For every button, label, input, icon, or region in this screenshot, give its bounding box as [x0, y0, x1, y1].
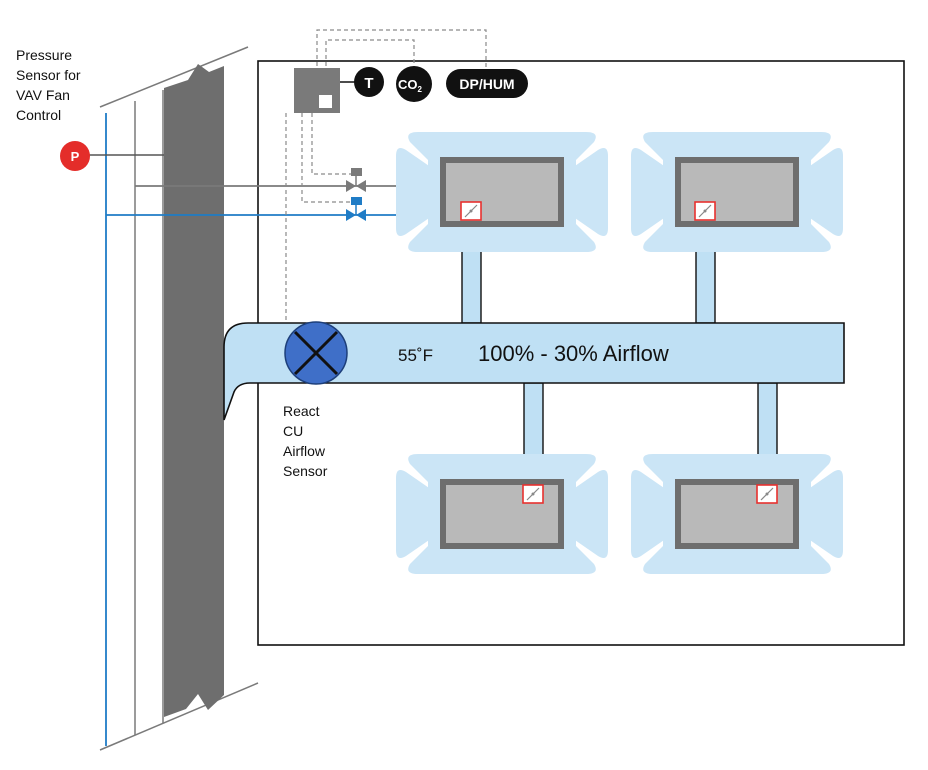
gray-control-valve	[346, 168, 366, 192]
airflow-sensor-caption: React CU Airflow Sensor	[283, 403, 329, 479]
duct-airflow-range: 100% - 30% Airflow	[478, 341, 669, 366]
temperature-sensor-label: T	[364, 75, 373, 92]
controller-indicator	[319, 95, 332, 108]
pressure-sensor-caption: Pressure Sensor for VAV Fan Control	[16, 47, 84, 123]
dp-hum-sensor	[446, 69, 528, 98]
damper-bottom-right	[756, 484, 778, 504]
riser-pipes	[105, 90, 164, 746]
diffuser-bottom-right	[631, 454, 843, 574]
airflow-sensor-icon	[284, 321, 348, 385]
pressure-sensor-badge	[60, 141, 90, 171]
main-supply-duct	[223, 322, 845, 421]
controller-box	[294, 68, 340, 113]
damper-top-left	[460, 201, 482, 221]
damper-top-right	[694, 201, 716, 221]
building-wall	[164, 64, 224, 717]
shaft-perspective-lines	[99, 46, 259, 751]
blue-control-valve	[346, 197, 366, 221]
diffuser-bottom-left	[396, 454, 608, 574]
control-wiring	[285, 29, 487, 350]
co2-sensor	[396, 66, 432, 102]
temperature-sensor	[354, 67, 384, 97]
diffuser-top-left	[396, 132, 608, 252]
diffuser-top-right	[631, 132, 843, 252]
damper-bottom-left	[522, 484, 544, 504]
co2-sensor-label: CO2	[398, 77, 423, 94]
pressure-sensor-badge-label: P	[71, 149, 80, 164]
duct-temperature: 55˚F	[398, 346, 433, 365]
dp-hum-sensor-label: DP/HUM	[459, 76, 514, 92]
